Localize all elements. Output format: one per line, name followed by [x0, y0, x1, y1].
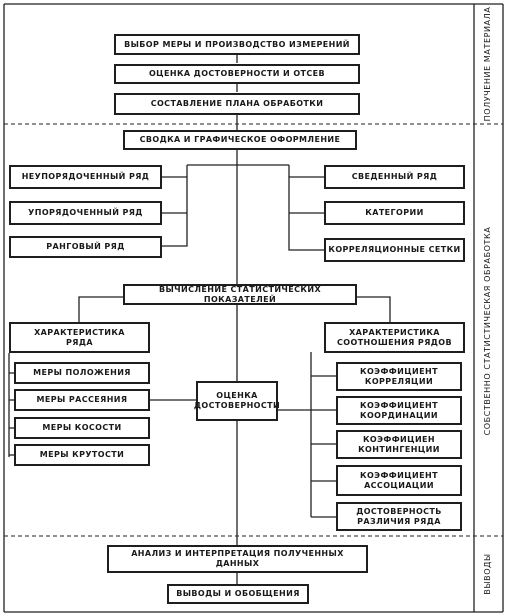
step-reliability-screening: ОЦЕНКА ДОСТОВЕРНОСТИ И ОТСЕВ [114, 64, 360, 84]
skewness-measures-box: МЕРЫ КОСОСТИ [14, 417, 150, 439]
contingency-coefficient-box: КОЭФФИЦИЕН КОНТИНГЕНЦИИ [336, 430, 462, 459]
reliability-assessment-box: ОЦЕНКА ДОСТОВЕРНОСТИ [194, 381, 280, 421]
correlation-coefficient-box: КОЭФФИЦИЕНТ КОРРЕЛЯЦИИ [336, 362, 462, 391]
location-measures-box: МЕРЫ ПОЛОЖЕНИЯ [14, 362, 150, 384]
computation-box: ВЫЧИСЛЕНИЕ СТАТИСТИЧЕСКИХ ПОКАЗАТЕЛЕЙ [123, 284, 357, 305]
categories-box: КАТЕГОРИИ [324, 201, 465, 225]
grouped-series-box: СВЕДЕННЫЙ РЯД [324, 165, 465, 189]
coordination-coefficient-box: КОЭФФИЦИЕНТ КООРДИНАЦИИ [336, 396, 462, 425]
analysis-box: АНАЛИЗ И ИНТЕРПРЕТАЦИЯ ПОЛУЧЕННЫХ ДАННЫХ [107, 545, 368, 573]
side-label-material: ПОЛУЧЕНИЕ МАТЕРИАЛА [483, 6, 492, 122]
series-relation-box: ХАРАКТЕРИСТИКА СООТНОШЕНИЯ РЯДОВ [324, 322, 465, 353]
summary-box: СВОДКА И ГРАФИЧЕСКОЕ ОФОРМЛЕНИЕ [123, 130, 357, 150]
kurtosis-measures-box: МЕРЫ КРУТОСТИ [14, 444, 150, 466]
side-label-conclusions: ВЫВОДЫ [483, 553, 492, 595]
step-measure-selection: ВЫБОР МЕРЫ И ПРОИЗВОДСТВО ИЗМЕРЕНИЙ [114, 34, 360, 55]
rank-series-box: РАНГОВЫЙ РЯД [9, 236, 162, 258]
dispersion-measures-box: МЕРЫ РАССЕЯНИЯ [14, 389, 150, 411]
series-difference-reliability-box: ДОСТОВЕРНОСТЬ РАЗЛИЧИЯ РЯДА [336, 502, 462, 531]
side-label-processing: СОБСТВЕННО СТАТИСТИЧЕСКАЯ ОБРАБОТКА [483, 226, 492, 436]
unordered-series-box: НЕУПОРЯДОЧЕННЫЙ РЯД [9, 165, 162, 189]
series-characteristic-box: ХАРАКТЕРИСТИКА РЯДА [9, 322, 150, 353]
conclusions-box: ВЫВОДЫ И ОБОБЩЕНИЯ [167, 584, 309, 604]
correlation-grids-box: КОРРЕЛЯЦИОННЫЕ СЕТКИ [324, 238, 465, 262]
ordered-series-box: УПОРЯДОЧЕННЫЙ РЯД [9, 201, 162, 225]
association-coefficient-box: КОЭФФИЦИЕНТ АССОЦИАЦИИ [336, 465, 462, 496]
step-processing-plan: СОСТАВЛЕНИЕ ПЛАНА ОБРАБОТКИ [114, 93, 360, 115]
